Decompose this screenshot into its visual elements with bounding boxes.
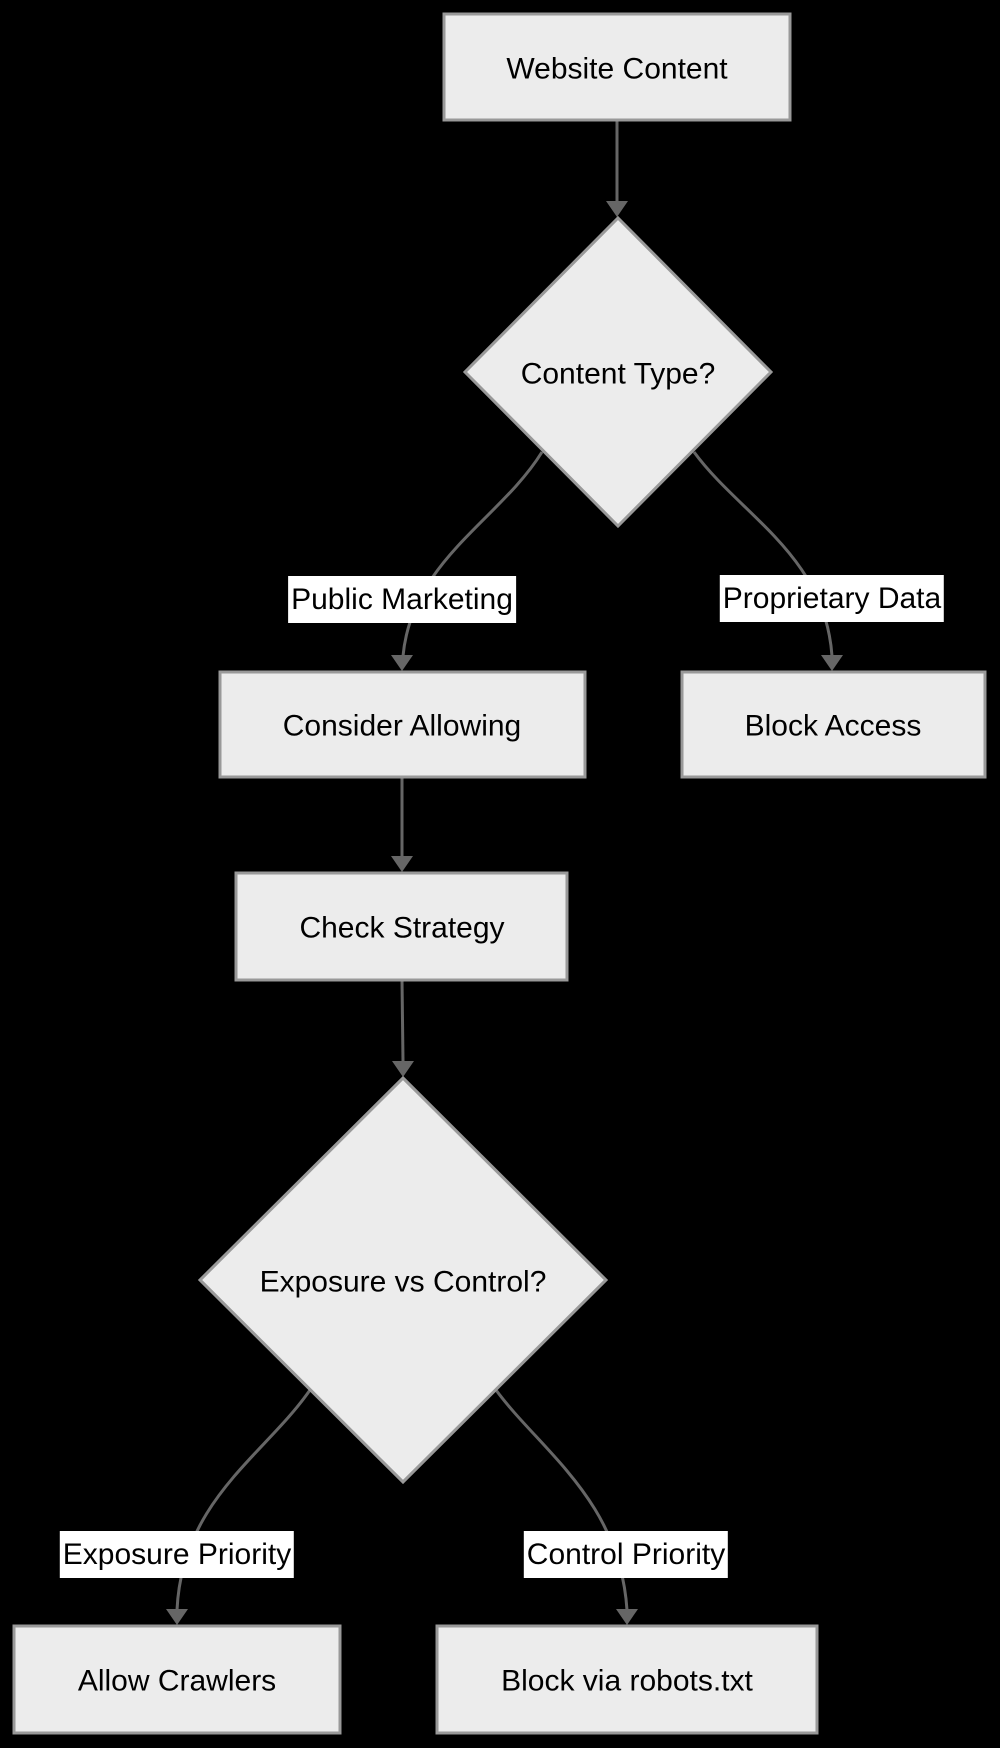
node-allow-crawlers-box	[12, 1624, 342, 1735]
node-allow-crawlers-label: Allow Crawlers	[78, 1665, 276, 1698]
edge-content-type-to-block-access	[692, 451, 834, 657]
node-exposure-vs-control-diamond	[197, 1075, 609, 1485]
node-check-strategy-label: Check Strategy	[299, 912, 504, 945]
node-block-access: Block Access	[680, 670, 987, 779]
edge-check-strategy-to-exposure-vs-control	[400, 979, 405, 1062]
node-consider-allowing-label: Consider Allowing	[283, 710, 521, 743]
node-content-type-diamond	[462, 215, 774, 529]
arrowhead-icon	[616, 1609, 638, 1625]
node-block-via-robots-box	[435, 1624, 819, 1735]
node-exposure-vs-control-label: Exposure vs Control?	[260, 1266, 547, 1299]
node-website-content: Website Content	[442, 12, 792, 122]
arrowhead-icon	[392, 1061, 414, 1077]
node-content-type-label: Content Type?	[521, 358, 716, 391]
node-exposure-vs-control: Exposure vs Control?	[197, 1075, 609, 1485]
node-consider-allowing-box	[218, 670, 587, 779]
edge-label-public-marketing: Public Marketing	[288, 576, 516, 623]
edge-label-proprietary-data: Proprietary Data	[719, 575, 945, 622]
edge-label-control-priority: Control Priority	[523, 1531, 729, 1578]
arrowhead-icon	[391, 655, 413, 671]
arrowhead-icon	[391, 856, 413, 872]
node-block-via-robots-label: Block via robots.txt	[501, 1665, 753, 1698]
node-check-strategy-box	[234, 871, 569, 982]
arrowhead-icon	[821, 655, 843, 671]
node-website-content-box	[442, 12, 792, 122]
edge-label-exposure-priority: Exposure Priority	[59, 1531, 295, 1578]
node-consider-allowing: Consider Allowing	[218, 670, 587, 779]
node-block-via-robots: Block via robots.txt	[435, 1624, 819, 1735]
edge-content-type-to-consider-allowing	[401, 451, 544, 657]
node-block-access-box	[680, 670, 987, 779]
arrowhead-icon	[166, 1609, 188, 1625]
arrowhead-icon	[606, 201, 628, 217]
node-check-strategy: Check Strategy	[234, 871, 569, 982]
node-website-content-label: Website Content	[506, 53, 728, 86]
node-allow-crawlers: Allow Crawlers	[12, 1624, 342, 1735]
node-block-access-label: Block Access	[745, 710, 922, 743]
node-content-type: Content Type?	[462, 215, 774, 529]
